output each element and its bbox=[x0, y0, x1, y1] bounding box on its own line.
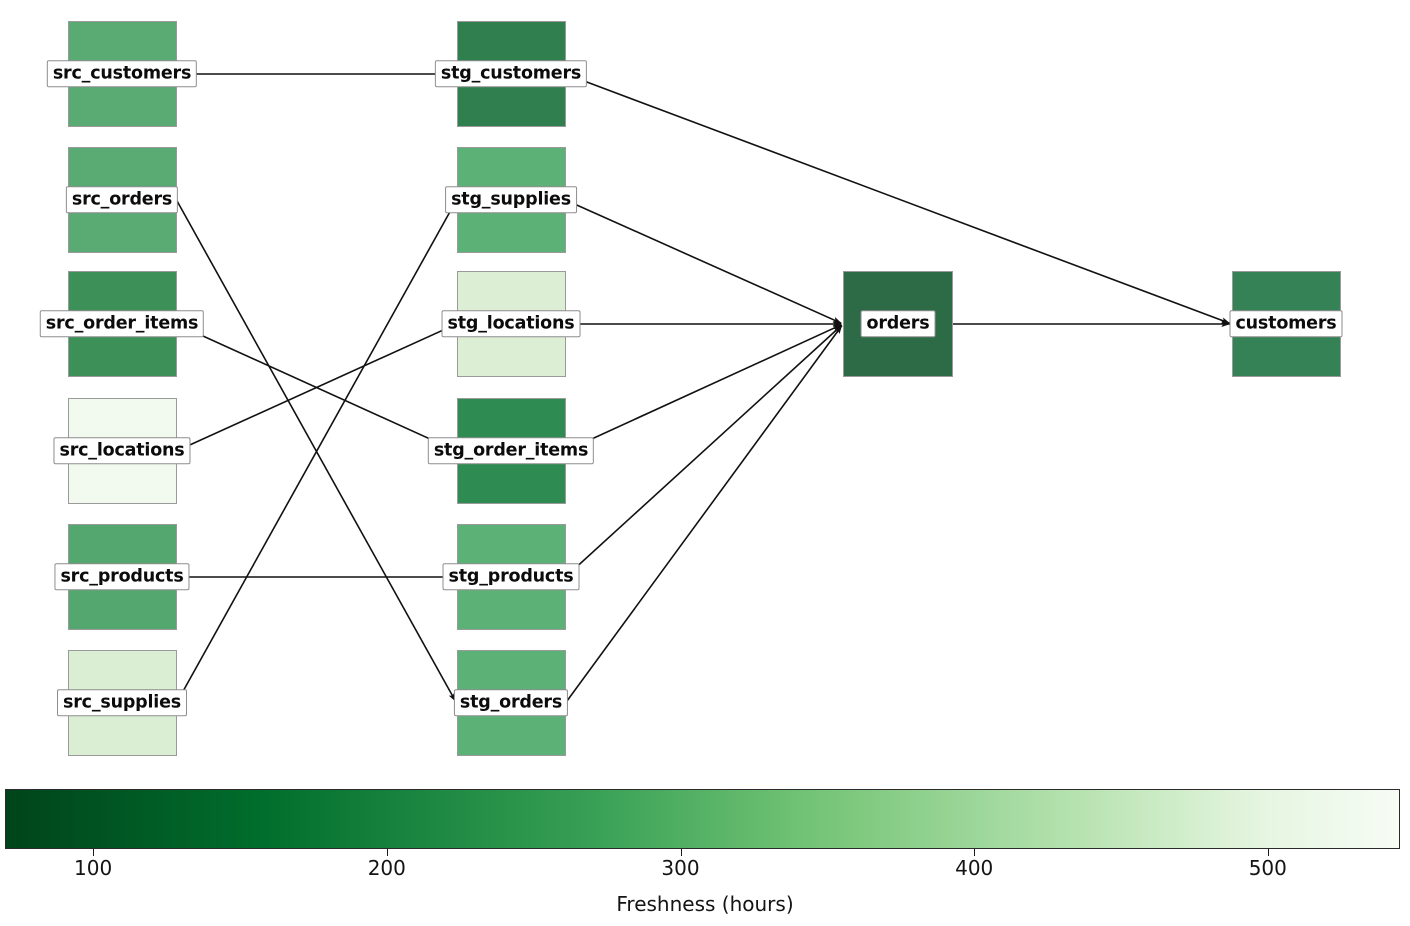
graph-node-label-src_products[interactable]: src_products bbox=[54, 563, 190, 591]
graph-node-label-stg_locations[interactable]: stg_locations bbox=[441, 310, 581, 338]
graph-node-label-src_order_items[interactable]: src_order_items bbox=[39, 310, 205, 338]
colorbar-tick-label: 200 bbox=[367, 856, 406, 880]
graph-edge bbox=[564, 324, 843, 578]
graph-node-label-stg_supplies[interactable]: stg_supplies bbox=[445, 186, 577, 214]
colorbar-tick bbox=[93, 849, 95, 856]
colorbar-tick-label: 500 bbox=[1248, 856, 1287, 880]
graph-node-label-src_locations[interactable]: src_locations bbox=[53, 437, 191, 465]
graph-edge bbox=[565, 73, 1231, 325]
graph-node-label-stg_products[interactable]: stg_products bbox=[442, 563, 580, 591]
graph-edge bbox=[565, 199, 842, 324]
colorbar-tick bbox=[680, 849, 682, 856]
colorbar-gradient bbox=[5, 789, 1400, 849]
colorbar-tick bbox=[974, 849, 976, 856]
graph-edge bbox=[175, 201, 457, 704]
colorbar-axis-label: Freshness (hours) bbox=[616, 892, 794, 916]
graph-node-label-stg_customers[interactable]: stg_customers bbox=[434, 60, 588, 88]
colorbar-tick-label: 400 bbox=[955, 856, 994, 880]
edge-layer bbox=[175, 73, 1231, 704]
graph-node-label-customers[interactable]: customers bbox=[1229, 310, 1343, 338]
graph-node-label-stg_orders[interactable]: stg_orders bbox=[453, 689, 569, 717]
graph-node-label-src_supplies[interactable]: src_supplies bbox=[57, 689, 187, 717]
graph-node-label-stg_order_items[interactable]: stg_order_items bbox=[427, 437, 595, 465]
colorbar: 100 200 300 400 500 Freshness (hours) bbox=[0, 780, 1410, 926]
graph-edge bbox=[175, 199, 457, 702]
graph-node-label-src_orders[interactable]: src_orders bbox=[65, 186, 179, 214]
graph-node-label-src_customers[interactable]: src_customers bbox=[46, 60, 198, 88]
colorbar-tick bbox=[1267, 849, 1269, 856]
colorbar-tick-label: 300 bbox=[661, 856, 700, 880]
colorbar-tick bbox=[386, 849, 388, 856]
graph-edge bbox=[564, 324, 843, 704]
colorbar-tick-label: 100 bbox=[74, 856, 113, 880]
graph-edge bbox=[565, 324, 842, 452]
graph-edge bbox=[176, 324, 456, 452]
graph-node-label-orders[interactable]: orders bbox=[860, 310, 936, 338]
